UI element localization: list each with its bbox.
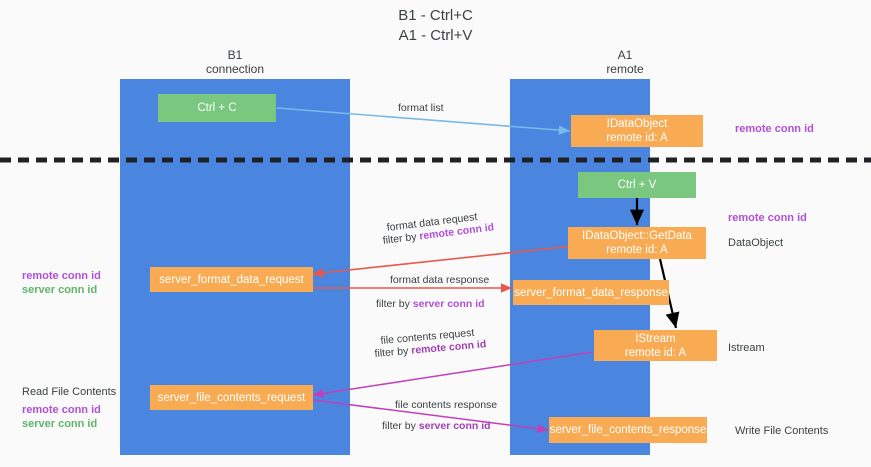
box-ctrl-v[interactable]: Ctrl + V bbox=[578, 172, 696, 198]
arrow-format-data-request bbox=[311, 245, 574, 278]
label-left-server-conn-id: server conn id bbox=[22, 284, 98, 296]
label-left-server-conn-id-2: server conn id bbox=[22, 418, 98, 430]
label-remote-conn-id-mid: remote conn id bbox=[728, 212, 807, 224]
page-title: B1 - Ctrl+C A1 - Ctrl+V bbox=[398, 7, 473, 44]
box-server-file-contents-request[interactable]: server_file_contents_request bbox=[150, 385, 313, 410]
label-left-remote-conn-id-2: remote conn id bbox=[22, 404, 101, 416]
arrow-label-format-data-response-filter: filter by server conn id bbox=[376, 297, 485, 312]
box-server-format-data-request[interactable]: server_format_data_request bbox=[150, 267, 313, 292]
filter-prefix: filter by bbox=[382, 420, 419, 432]
filter-prefix: filter by bbox=[382, 230, 421, 247]
label-remote-conn-id-top: remote conn id bbox=[735, 123, 814, 135]
arrow-format-list bbox=[276, 107, 571, 135]
arrow-file-contents-request bbox=[312, 351, 594, 398]
label-istream: Istream bbox=[728, 342, 765, 354]
box-server-file-contents-response[interactable]: server_file_contents_response bbox=[549, 417, 707, 443]
label-left-remote-conn-id: remote conn id bbox=[22, 270, 101, 282]
label-read-file-contents: Read File Contents bbox=[22, 386, 117, 398]
arrow-file-contents-response bbox=[312, 399, 549, 434]
box-idataobject[interactable]: IDataObject remote id: A bbox=[571, 115, 703, 147]
column-header-b1: B1 connection bbox=[205, 48, 265, 76]
box-server-format-data-response[interactable]: server_format_data_response bbox=[513, 280, 669, 305]
filter-value-server-conn-id: server conn id bbox=[418, 420, 491, 432]
arrow-label-file-contents-response: file contents response bbox=[395, 399, 498, 411]
label-write-file-contents: Write File Contents bbox=[735, 425, 829, 437]
filter-value-server-conn-id: server conn id bbox=[412, 298, 485, 310]
arrow-label-file-contents-response-filter: filter by server conn id bbox=[382, 419, 491, 434]
arrow-label-format-data-response: format data response bbox=[390, 274, 490, 286]
arrow-label-format-list: format list bbox=[398, 102, 444, 114]
box-istream[interactable]: IStream remote id: A bbox=[594, 330, 717, 361]
box-ctrl-c[interactable]: Ctrl + C bbox=[158, 94, 276, 122]
filter-prefix: filter by bbox=[374, 344, 412, 360]
box-idataobject-getdata[interactable]: IDataObject::GetData remote id: A bbox=[568, 227, 706, 259]
label-dataobject: DataObject bbox=[728, 237, 784, 249]
column-header-a1: A1 remote bbox=[606, 48, 644, 76]
filter-prefix: filter by bbox=[376, 298, 413, 310]
